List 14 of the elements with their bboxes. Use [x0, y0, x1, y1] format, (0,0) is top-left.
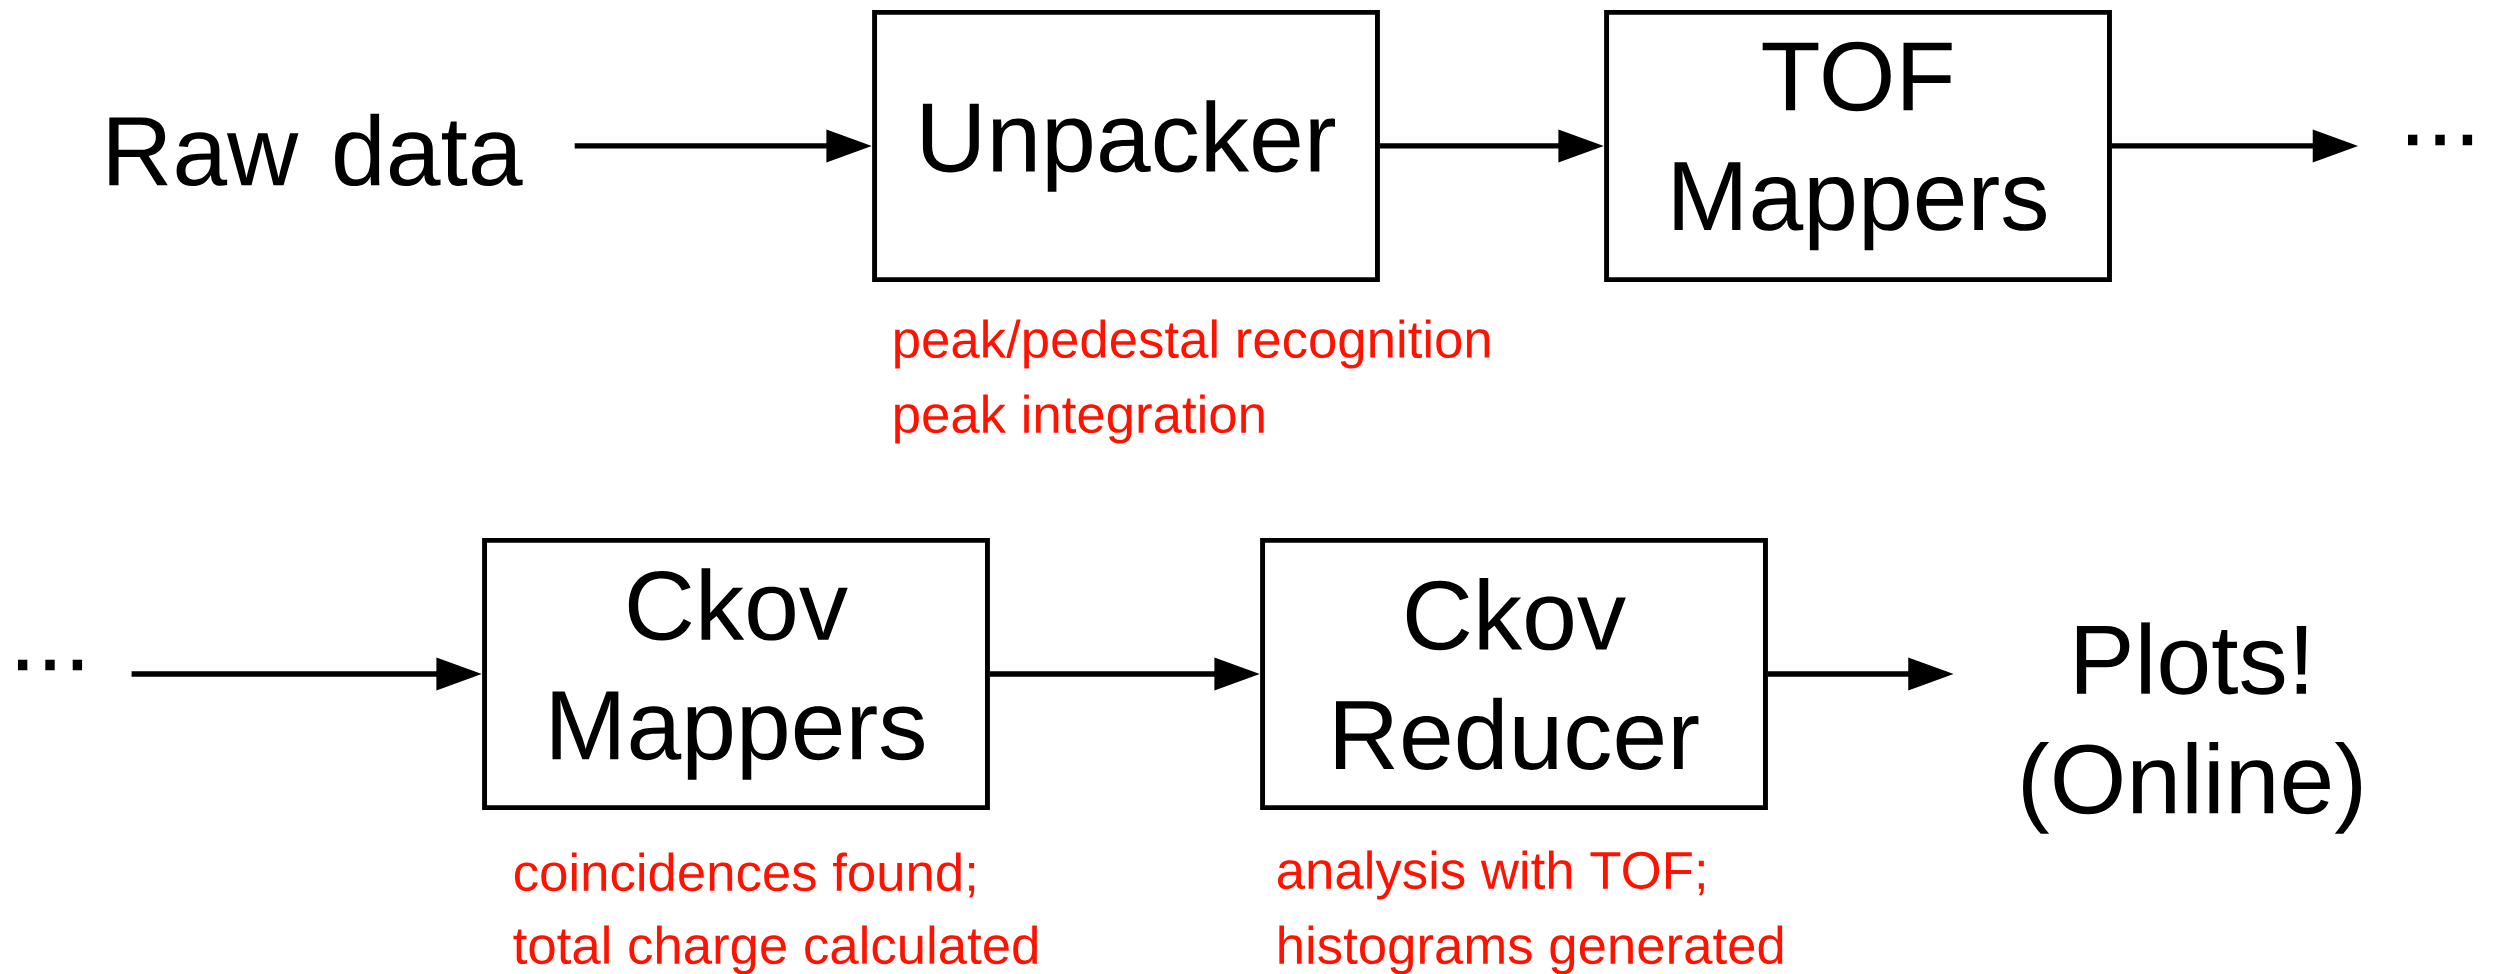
annotation-text: histograms generated: [1279, 925, 1783, 974]
label-text: Raw data: [109, 113, 523, 187]
process-box: Unpacker: [872, 9, 1380, 283]
label-text: Plots! (Online): [2023, 622, 2361, 834]
annotation-text: total charge calculated: [513, 925, 1037, 974]
process-box: Ckov Mappers: [482, 537, 990, 811]
process-box: Ckov Reducer: [1260, 537, 1768, 811]
label-text: ...: [2408, 134, 2473, 146]
label-text: ...: [17, 659, 83, 671]
annotation-text: peak/pedestal recognition: [895, 319, 1490, 369]
annotation-text: analysis with TOF;: [1278, 850, 1704, 900]
annotation-text: peak integration: [895, 394, 1264, 444]
process-box: TOF Mappers: [1604, 9, 2112, 283]
annotation-text: coincidences found;: [514, 852, 975, 898]
